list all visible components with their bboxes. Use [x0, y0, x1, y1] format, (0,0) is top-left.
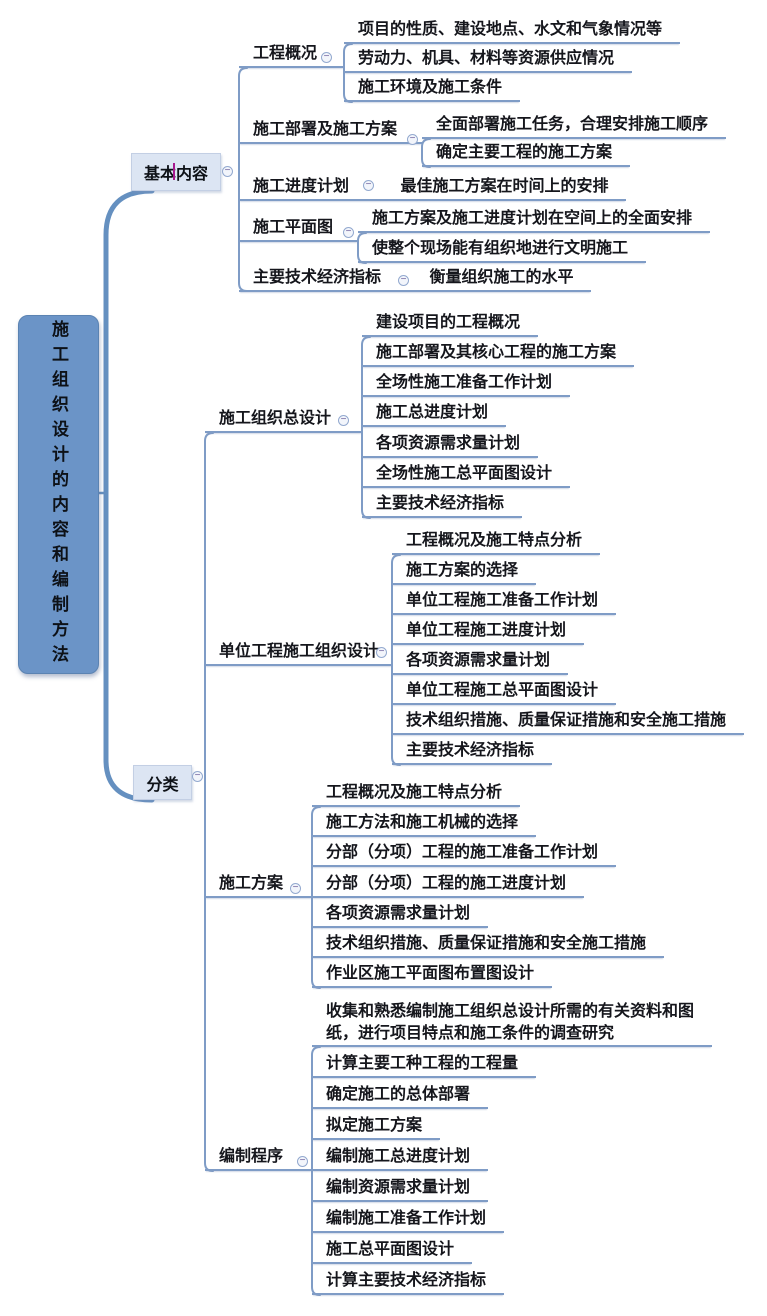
subtopic-project-nature[interactable]: 项目的性质、建设地点、水文和气象情况等	[344, 18, 681, 44]
subtopic-time-arrangement[interactable]: 最佳施工方案在时间上的安排	[400, 178, 609, 195]
subtopic-up-2[interactable]: 施工方案的选择	[392, 559, 537, 585]
subtopic-cs-4[interactable]: 分部（分项）工程的施工进度计划	[312, 872, 585, 898]
topic-general-design[interactable]: 施工组织总设计	[205, 407, 362, 433]
topic-indicators-row: 主要技术经济指标 衡量组织施工的水平	[239, 266, 592, 292]
subtopic-up-3[interactable]: 单位工程施工准备工作计划	[392, 589, 617, 615]
subtopic-cs-7[interactable]: 作业区施工平面图布置图设计	[312, 962, 553, 988]
topic-unit-project-design[interactable]: 单位工程施工组织设计	[205, 640, 392, 666]
subtopic-cp-3[interactable]: 确定施工的总体部署	[312, 1083, 489, 1109]
topic-classification[interactable]: 分类	[133, 765, 192, 800]
collapse-icon-deployment-plan[interactable]: −	[407, 134, 418, 145]
subtopic-space-arrangement[interactable]: 施工方案及施工进度计划在空间上的全面安排	[358, 207, 711, 233]
subtopic-cp-4[interactable]: 拟定施工方案	[312, 1114, 441, 1140]
subtopic-overall-deployment[interactable]: 全面部署施工任务，合理安排施工顺序	[422, 113, 727, 139]
collapse-icon-schedule-plan[interactable]: −	[363, 180, 374, 191]
subtopic-up-6[interactable]: 单位工程施工总平面图设计	[392, 679, 617, 705]
subtopic-cp-1[interactable]: 收集和熟悉编制施工组织总设计所需的有关资料和图纸，进行项目特点和施工条件的调查研…	[312, 1000, 712, 1047]
collapse-icon-general-design[interactable]: −	[338, 415, 349, 426]
subtopic-up-1[interactable]: 工程概况及施工特点分析	[392, 529, 601, 555]
subtopic-gd-2[interactable]: 施工部署及其核心工程的施工方案	[362, 341, 635, 367]
subtopic-up-5[interactable]: 各项资源需求量计划	[392, 649, 569, 675]
topic-schedule-plan[interactable]: 施工进度计划	[253, 178, 350, 195]
collapse-icon-classification[interactable]: −	[192, 771, 203, 782]
collapse-icon-construction-scheme[interactable]: −	[290, 883, 301, 894]
collapse-icon-basic-content[interactable]: −	[222, 166, 233, 177]
subtopic-cs-3[interactable]: 分部（分项）工程的施工准备工作计划	[312, 841, 617, 867]
subtopic-cs-6[interactable]: 技术组织措施、质量保证措施和安全施工措施	[312, 932, 665, 958]
topic-schedule-row: 施工进度计划 最佳施工方案在时间上的安排	[239, 175, 627, 201]
subtopic-cp-9[interactable]: 计算主要技术经济指标	[312, 1269, 505, 1295]
subtopic-cp-7[interactable]: 编制施工准备工作计划	[312, 1207, 505, 1233]
subtopic-cs-1[interactable]: 工程概况及施工特点分析	[312, 781, 521, 807]
subtopic-resource-supply[interactable]: 劳动力、机具、材料等资源供应情况	[344, 47, 633, 73]
text-cursor	[173, 163, 175, 180]
subtopic-cp-8[interactable]: 施工总平面图设计	[312, 1238, 473, 1264]
topic-basic-content[interactable]: 基本内容	[131, 153, 221, 191]
subtopic-main-scheme[interactable]: 确定主要工程的施工方案	[422, 141, 631, 167]
collapse-icon-project-overview[interactable]: −	[321, 52, 332, 63]
root-topic-label: 施工组织设计的内容和编制方法	[49, 319, 68, 670]
subtopic-cs-2[interactable]: 施工方法和施工机械的选择	[312, 811, 537, 837]
root-topic[interactable]: 施工组织设计的内容和编制方法	[18, 315, 99, 674]
subtopic-construction-environment[interactable]: 施工环境及施工条件	[344, 76, 521, 102]
subtopic-cs-5[interactable]: 各项资源需求量计划	[312, 902, 489, 928]
collapse-icon-site-layout[interactable]: −	[343, 227, 354, 238]
subtopic-up-4[interactable]: 单位工程施工进度计划	[392, 619, 585, 645]
subtopic-civilized-construction[interactable]: 使整个现场能有组织地进行文明施工	[358, 237, 647, 263]
collapse-icon-indicators[interactable]: −	[398, 275, 409, 286]
subtopic-cp-6[interactable]: 编制资源需求量计划	[312, 1176, 489, 1202]
subtopic-gd-7[interactable]: 主要技术经济指标	[362, 492, 523, 518]
topic-deployment-plan[interactable]: 施工部署及施工方案	[239, 118, 422, 144]
subtopic-gd-6[interactable]: 全场性施工总平面图设计	[362, 462, 571, 488]
subtopic-gd-4[interactable]: 施工总进度计划	[362, 401, 507, 427]
topic-site-layout[interactable]: 施工平面图	[239, 216, 358, 242]
subtopic-gd-1[interactable]: 建设项目的工程概况	[362, 311, 539, 337]
spine-bracket	[103, 188, 155, 803]
subtopic-measure-level[interactable]: 衡量组织施工的水平	[429, 269, 574, 286]
collapse-icon-unit-project-design[interactable]: −	[376, 647, 387, 658]
subtopic-cp-5[interactable]: 编制施工总进度计划	[312, 1145, 489, 1171]
subtopic-gd-5[interactable]: 各项资源需求量计划	[362, 432, 539, 458]
topic-construction-scheme[interactable]: 施工方案	[205, 872, 312, 898]
collapse-icon-compilation-procedure[interactable]: −	[297, 1156, 308, 1167]
subtopic-up-7[interactable]: 技术组织措施、质量保证措施和安全施工措施	[392, 709, 745, 735]
subtopic-cp-2[interactable]: 计算主要工种工程的工程量	[312, 1052, 537, 1078]
topic-tech-economic-indicators[interactable]: 主要技术经济指标	[253, 269, 382, 286]
subtopic-gd-3[interactable]: 全场性施工准备工作计划	[362, 371, 571, 397]
topic-project-overview[interactable]: 工程概况	[239, 42, 344, 68]
subtopic-up-8[interactable]: 主要技术经济指标	[392, 739, 553, 765]
topic-compilation-procedure[interactable]: 编制程序	[205, 1145, 312, 1171]
